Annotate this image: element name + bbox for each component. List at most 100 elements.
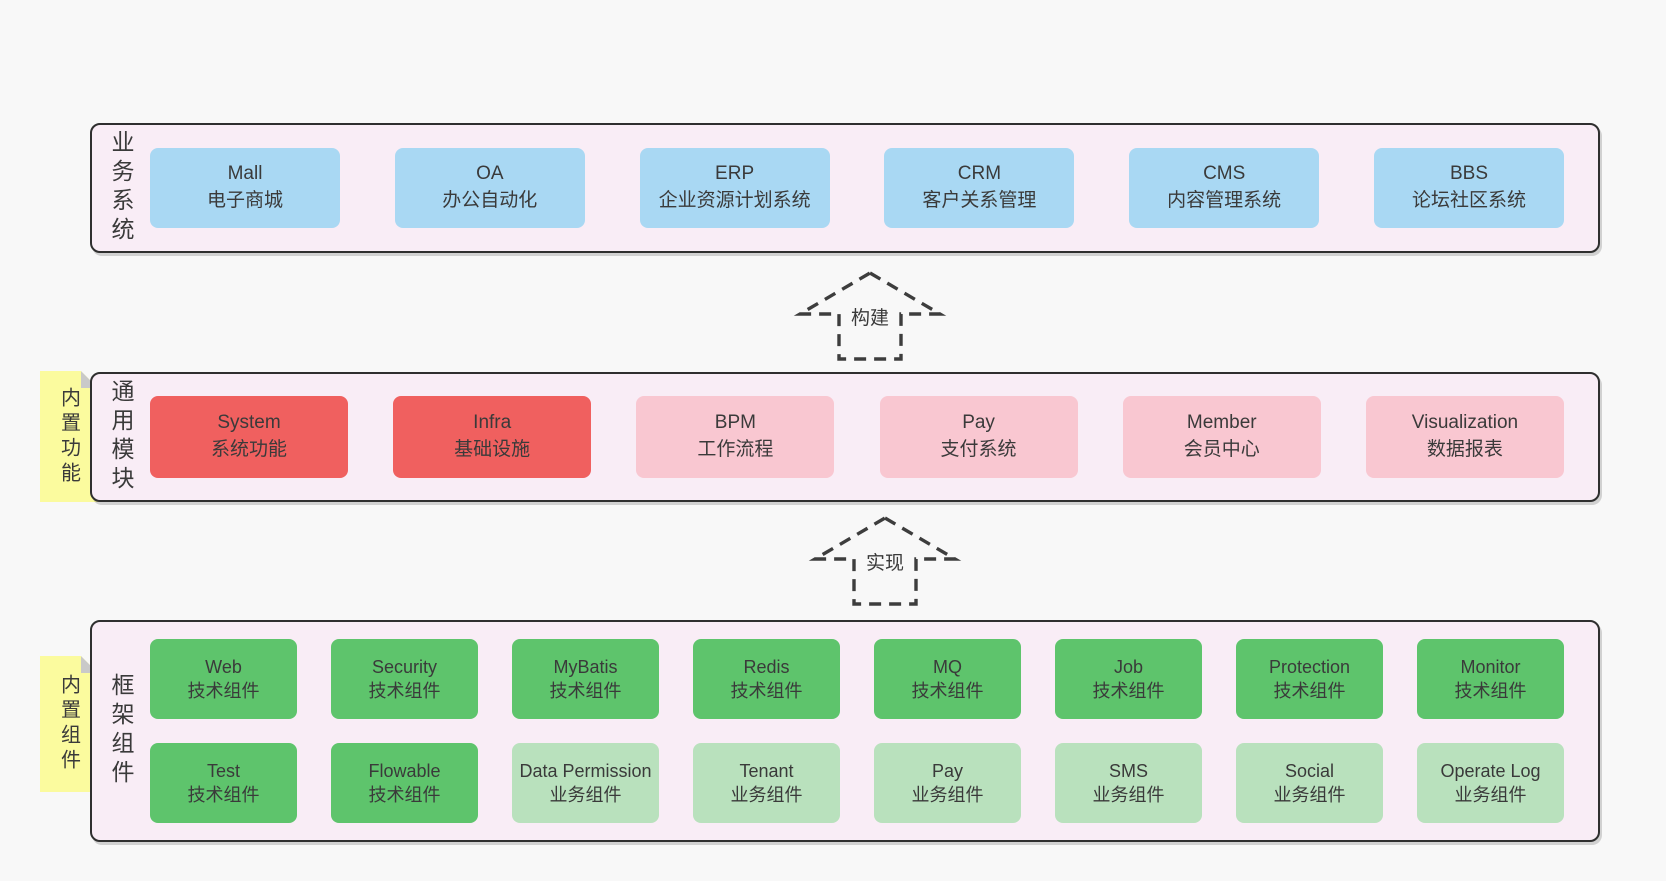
box-row: Mall 电子商城 OA 办公自动化 ERP 企业资源计划系统 CRM 客户关系… [150, 148, 1564, 228]
band-business-systems: 业务系统 Mall 电子商城 OA 办公自动化 ERP 企业资源计划系统 CRM… [90, 123, 1600, 253]
box-subtitle: 技术组件 [187, 785, 260, 805]
component-box: CRM 客户关系管理 [884, 148, 1075, 228]
up-arrow-icon [808, 516, 962, 606]
build-arrow: 构建 [790, 270, 950, 362]
component-box: CMS 内容管理系统 [1129, 148, 1320, 228]
component-box: MyBatis 技术组件 [512, 639, 659, 719]
box-subtitle: 技术组件 [368, 785, 441, 805]
box-title: Job [1113, 656, 1144, 677]
box-subtitle: 技术组件 [1092, 681, 1165, 701]
band-label: 业务系统 [108, 130, 134, 246]
component-box: Job 技术组件 [1055, 639, 1202, 719]
box-subtitle: 业务组件 [730, 785, 803, 805]
box-row: System 系统功能 Infra 基础设施 BPM 工作流程 Pay 支付系统… [150, 396, 1564, 478]
box-subtitle: 工作流程 [697, 439, 774, 460]
box-subtitle: 支付系统 [940, 439, 1017, 460]
box-subtitle: 业务组件 [1454, 785, 1527, 805]
component-box: Member 会员中心 [1122, 396, 1321, 478]
box-subtitle: 技术组件 [549, 681, 622, 701]
box-title: Pay [931, 760, 964, 781]
component-box: Social 业务组件 [1236, 743, 1383, 823]
component-box: Mall 电子商城 [150, 148, 340, 228]
box-subtitle: 会员中心 [1183, 439, 1260, 460]
band-label: 框架组件 [108, 673, 134, 789]
box-subtitle: 业务组件 [1273, 785, 1346, 805]
box-title: SMS [1108, 760, 1148, 781]
box-subtitle: 办公自动化 [442, 190, 538, 211]
component-box: Operate Log 业务组件 [1417, 743, 1564, 823]
component-box: OA 办公自动化 [394, 148, 585, 228]
sticky-label: 内置组件 [57, 674, 80, 774]
arrow-label: 实现 [862, 548, 908, 575]
up-arrow-icon [793, 271, 947, 361]
box-subtitle: 技术组件 [730, 681, 803, 701]
box-title: BBS [1449, 163, 1488, 185]
box-row: Test 技术组件 Flowable 技术组件 Data Permission … [150, 743, 1564, 823]
box-subtitle: 内容管理系统 [1167, 190, 1282, 211]
component-box: Monitor 技术组件 [1417, 639, 1564, 719]
box-subtitle: 技术组件 [1454, 681, 1527, 701]
box-subtitle: 企业资源计划系统 [658, 190, 811, 211]
component-box: Infra 基础设施 [393, 396, 592, 478]
box-title: CMS [1203, 163, 1246, 185]
component-box: BPM 工作流程 [636, 396, 835, 478]
band-body: Mall 电子商城 OA 办公自动化 ERP 企业资源计划系统 CRM 客户关系… [150, 125, 1598, 251]
box-title: Tenant [739, 760, 794, 781]
box-title: MyBatis [553, 656, 618, 677]
box-title: Member [1186, 412, 1257, 434]
band-label: 通用模块 [108, 379, 134, 495]
box-title: BPM [714, 412, 756, 434]
box-subtitle: 电子商城 [206, 190, 283, 211]
component-box: Redis 技术组件 [693, 639, 840, 719]
box-subtitle: 技术组件 [187, 681, 260, 701]
box-subtitle: 系统功能 [210, 439, 287, 460]
box-title: Operate Log [1440, 760, 1541, 781]
sticky-label: 内置功能 [57, 386, 80, 487]
band-body: Web 技术组件 Security 技术组件 MyBatis 技术组件 Redi… [150, 622, 1598, 840]
box-subtitle: 基础设施 [454, 439, 531, 460]
band-body: System 系统功能 Infra 基础设施 BPM 工作流程 Pay 支付系统… [150, 374, 1598, 500]
box-title: MQ [933, 656, 962, 677]
component-box: Test 技术组件 [150, 743, 297, 823]
box-subtitle: 数据报表 [1426, 439, 1503, 460]
box-subtitle: 业务组件 [549, 785, 622, 805]
box-title: Pay [962, 412, 995, 434]
implement-arrow: 实现 [805, 515, 965, 607]
arrow-label: 构建 [847, 303, 893, 330]
box-title: Mall [227, 163, 263, 185]
component-box: Web 技术组件 [150, 639, 297, 719]
box-subtitle: 技术组件 [368, 681, 441, 701]
box-title: Infra [473, 412, 512, 434]
box-subtitle: 技术组件 [911, 681, 984, 701]
box-title: Visualization [1411, 412, 1519, 434]
box-title: ERP [715, 163, 755, 185]
component-box: Pay 支付系统 [879, 396, 1078, 478]
box-title: Test [206, 760, 240, 781]
box-title: CRM [957, 163, 1002, 185]
component-box: MQ 技术组件 [874, 639, 1021, 719]
box-title: System [217, 412, 281, 434]
component-box: Flowable 技术组件 [331, 743, 478, 823]
box-title: Security [371, 656, 438, 677]
component-box: Pay 业务组件 [874, 743, 1021, 823]
component-box: Tenant 业务组件 [693, 743, 840, 823]
component-box: SMS 业务组件 [1055, 743, 1202, 823]
box-title: Social [1284, 760, 1335, 781]
box-title: Flowable [368, 760, 441, 781]
sticky-note-built-in-features: 内置功能 [40, 371, 98, 502]
component-box: Data Permission 业务组件 [512, 743, 659, 823]
box-subtitle: 论坛社区系统 [1411, 190, 1526, 211]
box-row: Web 技术组件 Security 技术组件 MyBatis 技术组件 Redi… [150, 639, 1564, 719]
box-title: Data Permission [519, 760, 652, 781]
box-subtitle: 技术组件 [1273, 681, 1346, 701]
box-subtitle: 客户关系管理 [922, 190, 1037, 211]
box-subtitle: 业务组件 [1092, 785, 1165, 805]
component-box: Security 技术组件 [331, 639, 478, 719]
box-title: Web [205, 656, 242, 677]
band-framework-components: 框架组件 Web 技术组件 Security 技术组件 MyBatis 技术组件… [90, 620, 1600, 842]
band-common-modules: 通用模块 System 系统功能 Infra 基础设施 BPM 工作流程 Pay… [90, 372, 1600, 502]
box-title: Protection [1268, 656, 1351, 677]
component-box: ERP 企业资源计划系统 [639, 148, 830, 228]
component-box: BBS 论坛社区系统 [1373, 148, 1564, 228]
